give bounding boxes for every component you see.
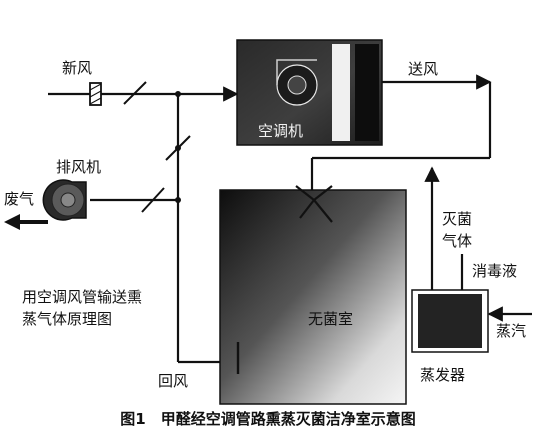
ac-unit-label: 空调机 <box>258 122 303 140</box>
principle-label-line1: 用空调风管输送熏 <box>22 288 142 306</box>
waste-gas-arrow <box>4 214 48 230</box>
sterile-room: 无菌室 <box>219 189 407 405</box>
exhaust-fan-label: 排风机 <box>56 158 101 176</box>
sterilizing-gas-label-2: 气体 <box>442 232 472 250</box>
waste-gas-label: 废气 <box>4 190 34 208</box>
sterile-room-label: 无菌室 <box>308 310 353 328</box>
junction-dot <box>175 197 181 203</box>
steam-label: 蒸汽 <box>496 322 526 340</box>
dampers <box>123 81 191 213</box>
return-air-label: 回风 <box>158 372 188 390</box>
filter-icon <box>89 82 102 106</box>
evaporator <box>411 289 489 353</box>
junction-dot <box>175 91 181 97</box>
air-outlet-icon <box>295 185 333 223</box>
supply-air-label: 送风 <box>408 60 438 78</box>
centrifugal-fan-icon <box>51 183 85 217</box>
ac-unit: 空调机 <box>236 39 383 146</box>
fresh-air-label: 新风 <box>62 59 92 77</box>
centrifugal-fan-icon <box>276 59 318 106</box>
evaporator-label: 蒸发器 <box>420 366 465 384</box>
sterilizing-gas-label-1: 灭菌 <box>442 210 472 228</box>
exhaust-fan <box>42 179 87 221</box>
damper-icon <box>165 135 191 161</box>
figure-caption: 图1 甲醛经空调管路熏蒸灭菌洁净室示意图 <box>120 410 415 428</box>
disinfectant-label: 消毒液 <box>472 262 517 280</box>
duct-lines <box>48 74 532 364</box>
damper-icon <box>141 187 165 213</box>
principle-label-line2: 蒸气体原理图 <box>22 310 112 328</box>
damper-icon <box>123 81 147 105</box>
